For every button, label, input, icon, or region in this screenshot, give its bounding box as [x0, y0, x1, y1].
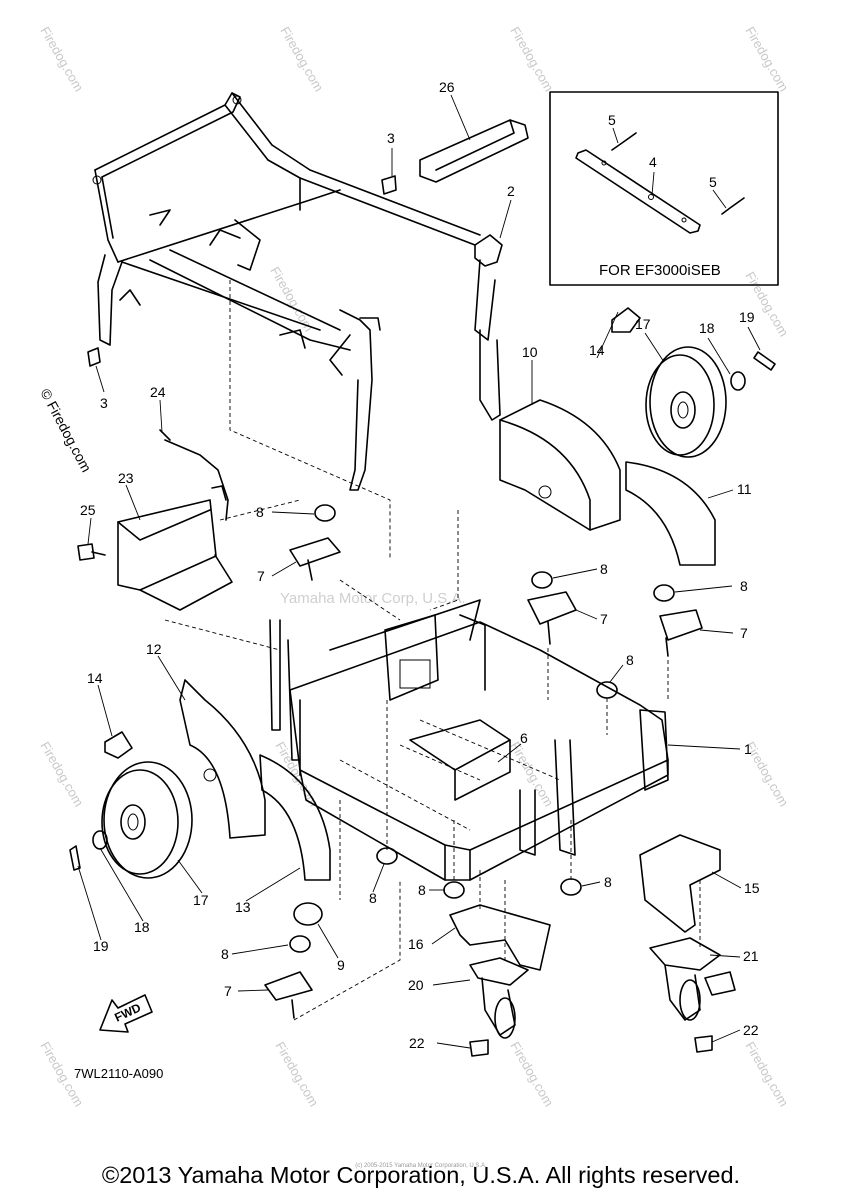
- rubber-cap: [293, 902, 323, 926]
- bolt: [87, 175, 397, 367]
- callout-label: 18: [134, 919, 150, 935]
- callout-label: 7: [257, 568, 265, 584]
- callout-label: 6: [520, 730, 528, 746]
- callout-label: 8: [369, 890, 377, 906]
- callout-label: 3: [100, 395, 108, 411]
- callout-label: 22: [409, 1035, 425, 1051]
- callout-label: 8: [740, 578, 748, 594]
- watermark: Firedog.com: [272, 1039, 321, 1109]
- grommet: [104, 731, 133, 759]
- callout-label: 24: [150, 384, 166, 400]
- callout-label: 22: [743, 1022, 759, 1038]
- callout-label: 5: [608, 112, 616, 128]
- control-panel-bracket: [117, 429, 233, 611]
- callout-label: 17: [193, 892, 209, 908]
- callout-label: 7: [600, 611, 608, 627]
- top-cover: [419, 119, 529, 183]
- watermark: Firedog.com: [37, 24, 86, 94]
- callout-label: 12: [146, 641, 162, 657]
- inset-box: FOR EF3000iSEB: [549, 91, 779, 286]
- watermark: Firedog.com: [742, 24, 791, 94]
- callout-label: 8: [604, 874, 612, 890]
- callout-label: 18: [699, 320, 715, 336]
- callout-label: 2: [507, 183, 515, 199]
- callout-label: 7: [224, 983, 232, 999]
- mount-damper: [264, 537, 703, 1019]
- copyright-footer: ©2013 Yamaha Motor Corporation, U.S.A. A…: [101, 1162, 741, 1188]
- caster-bracket: [449, 834, 721, 971]
- watermark: Firedog.com: [507, 739, 556, 809]
- callout-label: 8: [626, 652, 634, 668]
- callout-label: 14: [589, 342, 605, 358]
- watermark: Firedog.com: [507, 1039, 556, 1109]
- callout-label: 3: [387, 130, 395, 146]
- fwd-label: FWD: [112, 1000, 143, 1024]
- callout-labels: 26 3 2 3 5 4 5 24 23 25 10 14 17 18 19 1…: [80, 79, 760, 1051]
- callout-label: 16: [408, 936, 424, 952]
- main-frame: [269, 599, 669, 881]
- callout-label: 17: [635, 316, 651, 332]
- callout-label: 25: [80, 502, 96, 518]
- side-fender: [179, 679, 331, 881]
- wheel: [645, 346, 727, 458]
- handle-frame: [92, 92, 503, 491]
- watermark: Firedog.com: [277, 24, 326, 94]
- callout-label: 8: [221, 946, 229, 962]
- wheel: [101, 761, 193, 879]
- callout-label: 23: [118, 470, 134, 486]
- callout-label: 21: [743, 948, 759, 964]
- callout-label: 8: [418, 882, 426, 898]
- watermark-center: Yamaha Motor Corp, U.S.A.: [280, 590, 466, 607]
- callout-label: 14: [87, 670, 103, 686]
- watermark: Firedog.com: [742, 269, 791, 339]
- watermark: Firedog.com: [37, 739, 86, 809]
- callout-label: 11: [737, 481, 752, 497]
- diagram-code: 7WL2110-A090: [74, 1066, 163, 1081]
- washer: [730, 371, 746, 391]
- watermark-side: © Firedog.com: [37, 386, 94, 475]
- inset-title: FOR EF3000iSEB: [599, 262, 721, 279]
- callout-label: 19: [739, 309, 755, 325]
- fine-print: (c) 2005-2015 Yamaha Motor Corporation, …: [355, 1163, 487, 1169]
- callout-label: 8: [600, 561, 608, 577]
- callout-label: 4: [649, 154, 657, 170]
- grommet: [611, 307, 641, 333]
- callout-label: 20: [408, 977, 424, 993]
- fwd-arrow-icon: FWD: [99, 994, 153, 1033]
- watermark: Firedog.com: [742, 1039, 791, 1109]
- callout-label: 26: [439, 79, 455, 95]
- bolt: [77, 543, 106, 561]
- watermark: Firedog.com: [507, 24, 556, 94]
- callout-label: 8: [256, 504, 264, 520]
- callout-label: 9: [337, 957, 345, 973]
- cotter-pin: [69, 845, 81, 871]
- caster: [469, 937, 736, 1039]
- washer: [92, 830, 108, 850]
- nut: [289, 504, 675, 953]
- leader-lines: [77, 94, 761, 1049]
- callout-label: 5: [709, 174, 717, 190]
- bolt: [469, 1035, 713, 1057]
- cotter-pin: [753, 351, 776, 371]
- callout-label: 19: [93, 938, 109, 954]
- callout-label: 7: [740, 625, 748, 641]
- callout-label: 15: [744, 880, 760, 896]
- callout-label: 13: [235, 899, 251, 915]
- callout-label: 10: [522, 344, 538, 360]
- callout-label: 1: [744, 741, 752, 757]
- fender-cover: [499, 399, 716, 566]
